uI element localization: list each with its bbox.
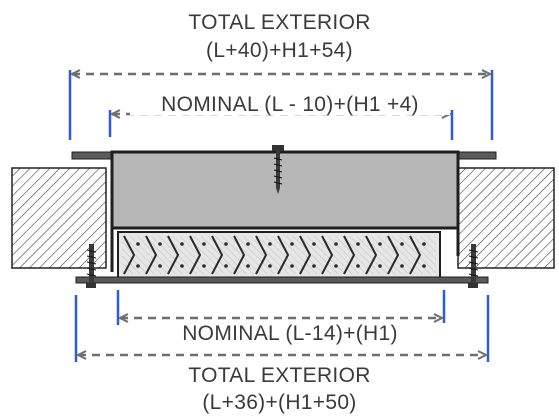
nominal-top-label: NOMINAL (L - 10)+(H1 +4) (130, 94, 450, 115)
total-exterior-bottom-title: TOTAL EXTERIOR (188, 364, 371, 387)
extension-lines (68, 70, 494, 362)
total-exterior-top-formula: (L+40)+H1+54) (206, 39, 353, 62)
total-exterior-bottom-formula: (L+36)+(H1+50) (202, 391, 357, 414)
total-exterior-top-title: TOTAL EXTERIOR (188, 11, 371, 34)
left-screw-icon (86, 244, 97, 288)
right-screw-icon (468, 244, 479, 288)
vent-housing (110, 150, 460, 272)
bottom-flange (75, 276, 489, 284)
grille-panel (117, 231, 441, 279)
nominal-bottom-label: NOMINAL (L-14)+(H1) (130, 323, 450, 344)
top-screw-icon (272, 145, 284, 194)
